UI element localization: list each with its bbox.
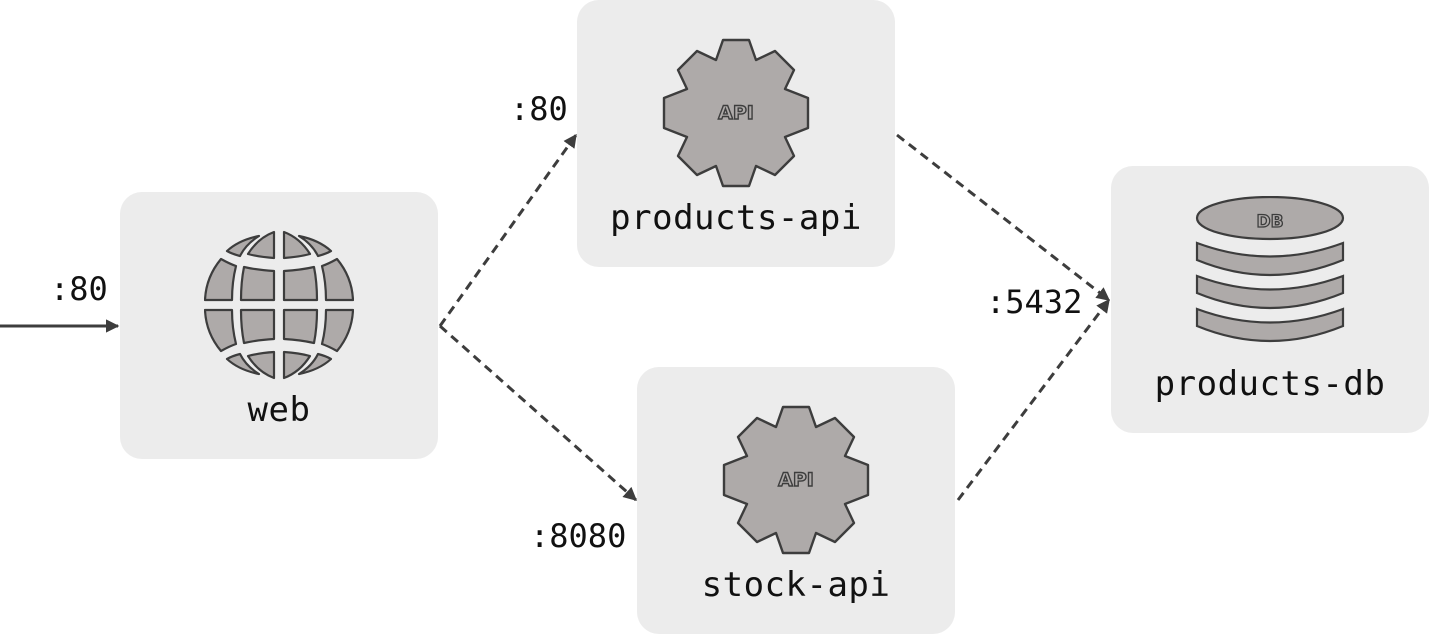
node-products-db[interactable]: DB products-db — [1111, 166, 1429, 433]
port-label-products-db: :5432 — [986, 283, 1083, 321]
node-label: products-api — [610, 198, 862, 238]
node-web[interactable]: web — [120, 192, 438, 459]
edge-products-api-to-products-db — [896, 133, 1111, 302]
edge-web-to-products-api — [438, 133, 578, 327]
database-icon: DB — [1195, 196, 1345, 343]
db-icon-text: DB — [1256, 212, 1283, 232]
node-label: stock-api — [701, 565, 891, 605]
globe-icon — [204, 230, 354, 380]
port-label-products-api: :80 — [510, 90, 568, 128]
api-icon-text: API — [718, 102, 754, 124]
port-label-web: :80 — [50, 270, 108, 308]
port-label-stock-api: :8080 — [530, 517, 627, 555]
node-stock-api[interactable]: API stock-api — [637, 367, 955, 634]
gear-api-icon: API — [722, 405, 870, 555]
gear-api-icon: API — [662, 38, 810, 188]
node-label: products-db — [1154, 364, 1386, 404]
edge-stock-api-to-products-db — [956, 298, 1111, 501]
edge-web-to-stock-api — [439, 324, 638, 502]
api-icon-text: API — [778, 469, 814, 491]
node-label: web — [247, 390, 311, 430]
node-products-api[interactable]: API products-api — [577, 0, 895, 267]
